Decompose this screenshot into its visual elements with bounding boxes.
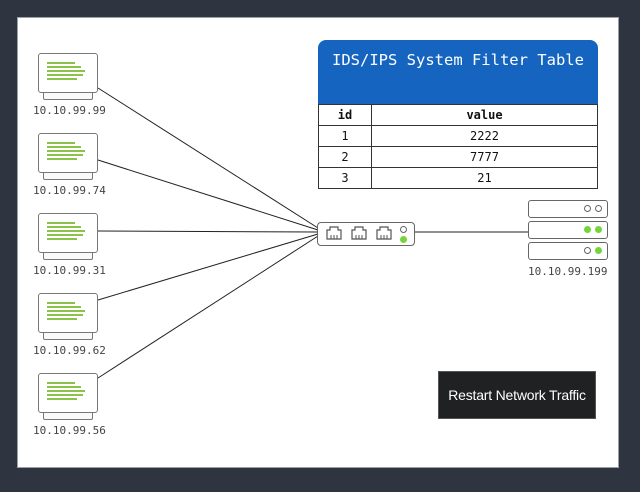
wire-host-1 [97,87,319,229]
server-led-on [595,226,602,233]
desktop-monitor-icon [38,293,98,333]
network-switch-icon[interactable] [317,222,415,246]
server-led-on [595,247,602,254]
ethernet-port-icon [351,226,367,240]
restart-network-traffic-button[interactable]: Restart Network Traffic [438,371,596,419]
table-row: 1 2222 [318,125,598,147]
network-diagram-panel: 10.10.99.99 10.10.99.74 10.10. [17,17,619,468]
monitor-stand [43,253,93,260]
status-led-on [400,236,407,243]
cell-value: 21 [371,167,598,189]
cell-id: 2 [318,146,372,168]
filter-table-grid: id value 1 2222 2 7777 3 21 [318,104,598,189]
host-ip-label: 10.10.99.62 [33,344,106,357]
desktop-monitor-icon [38,213,98,253]
server-led-off [595,205,602,212]
ethernet-port-icon [376,226,392,240]
table-row: 3 21 [318,167,598,189]
wire-host-2 [97,159,319,231]
host-ip-label: 10.10.99.31 [33,264,106,277]
network-wires [97,87,528,379]
cell-value: 2222 [371,125,598,147]
table-title: IDS/IPS System Filter Table [318,40,598,104]
host-ip-label: 10.10.99.56 [33,424,106,437]
monitor-stand [43,173,93,180]
server-led-on [584,226,591,233]
wire-host-4 [97,233,319,301]
column-header-value: value [371,104,598,126]
status-led-off [400,226,407,233]
monitor-stand [43,93,93,100]
cell-id: 3 [318,167,372,189]
ethernet-port-icon [326,226,342,240]
server-unit-1 [528,200,608,218]
wire-host-5 [97,235,319,379]
cell-value: 7777 [371,146,598,168]
host-ip-label: 10.10.99.74 [33,184,106,197]
monitor-stand [43,333,93,340]
host-ip-label: 10.10.99.99 [33,104,106,117]
ids-ips-filter-table: IDS/IPS System Filter Table id value 1 2… [318,40,598,189]
wire-host-3 [97,230,319,233]
table-row: 2 7777 [318,146,598,168]
table-header-row: id value [318,104,598,126]
desktop-monitor-icon [38,133,98,173]
monitor-stand [43,413,93,420]
server-unit-3 [528,242,608,260]
server-led-off [584,205,591,212]
desktop-monitor-icon [38,53,98,93]
server-unit-2 [528,221,608,239]
desktop-monitor-icon [38,373,98,413]
column-header-id: id [318,104,372,126]
cell-id: 1 [318,125,372,147]
server-ip-label: 10.10.99.199 [528,265,608,278]
server-led-off [584,247,591,254]
